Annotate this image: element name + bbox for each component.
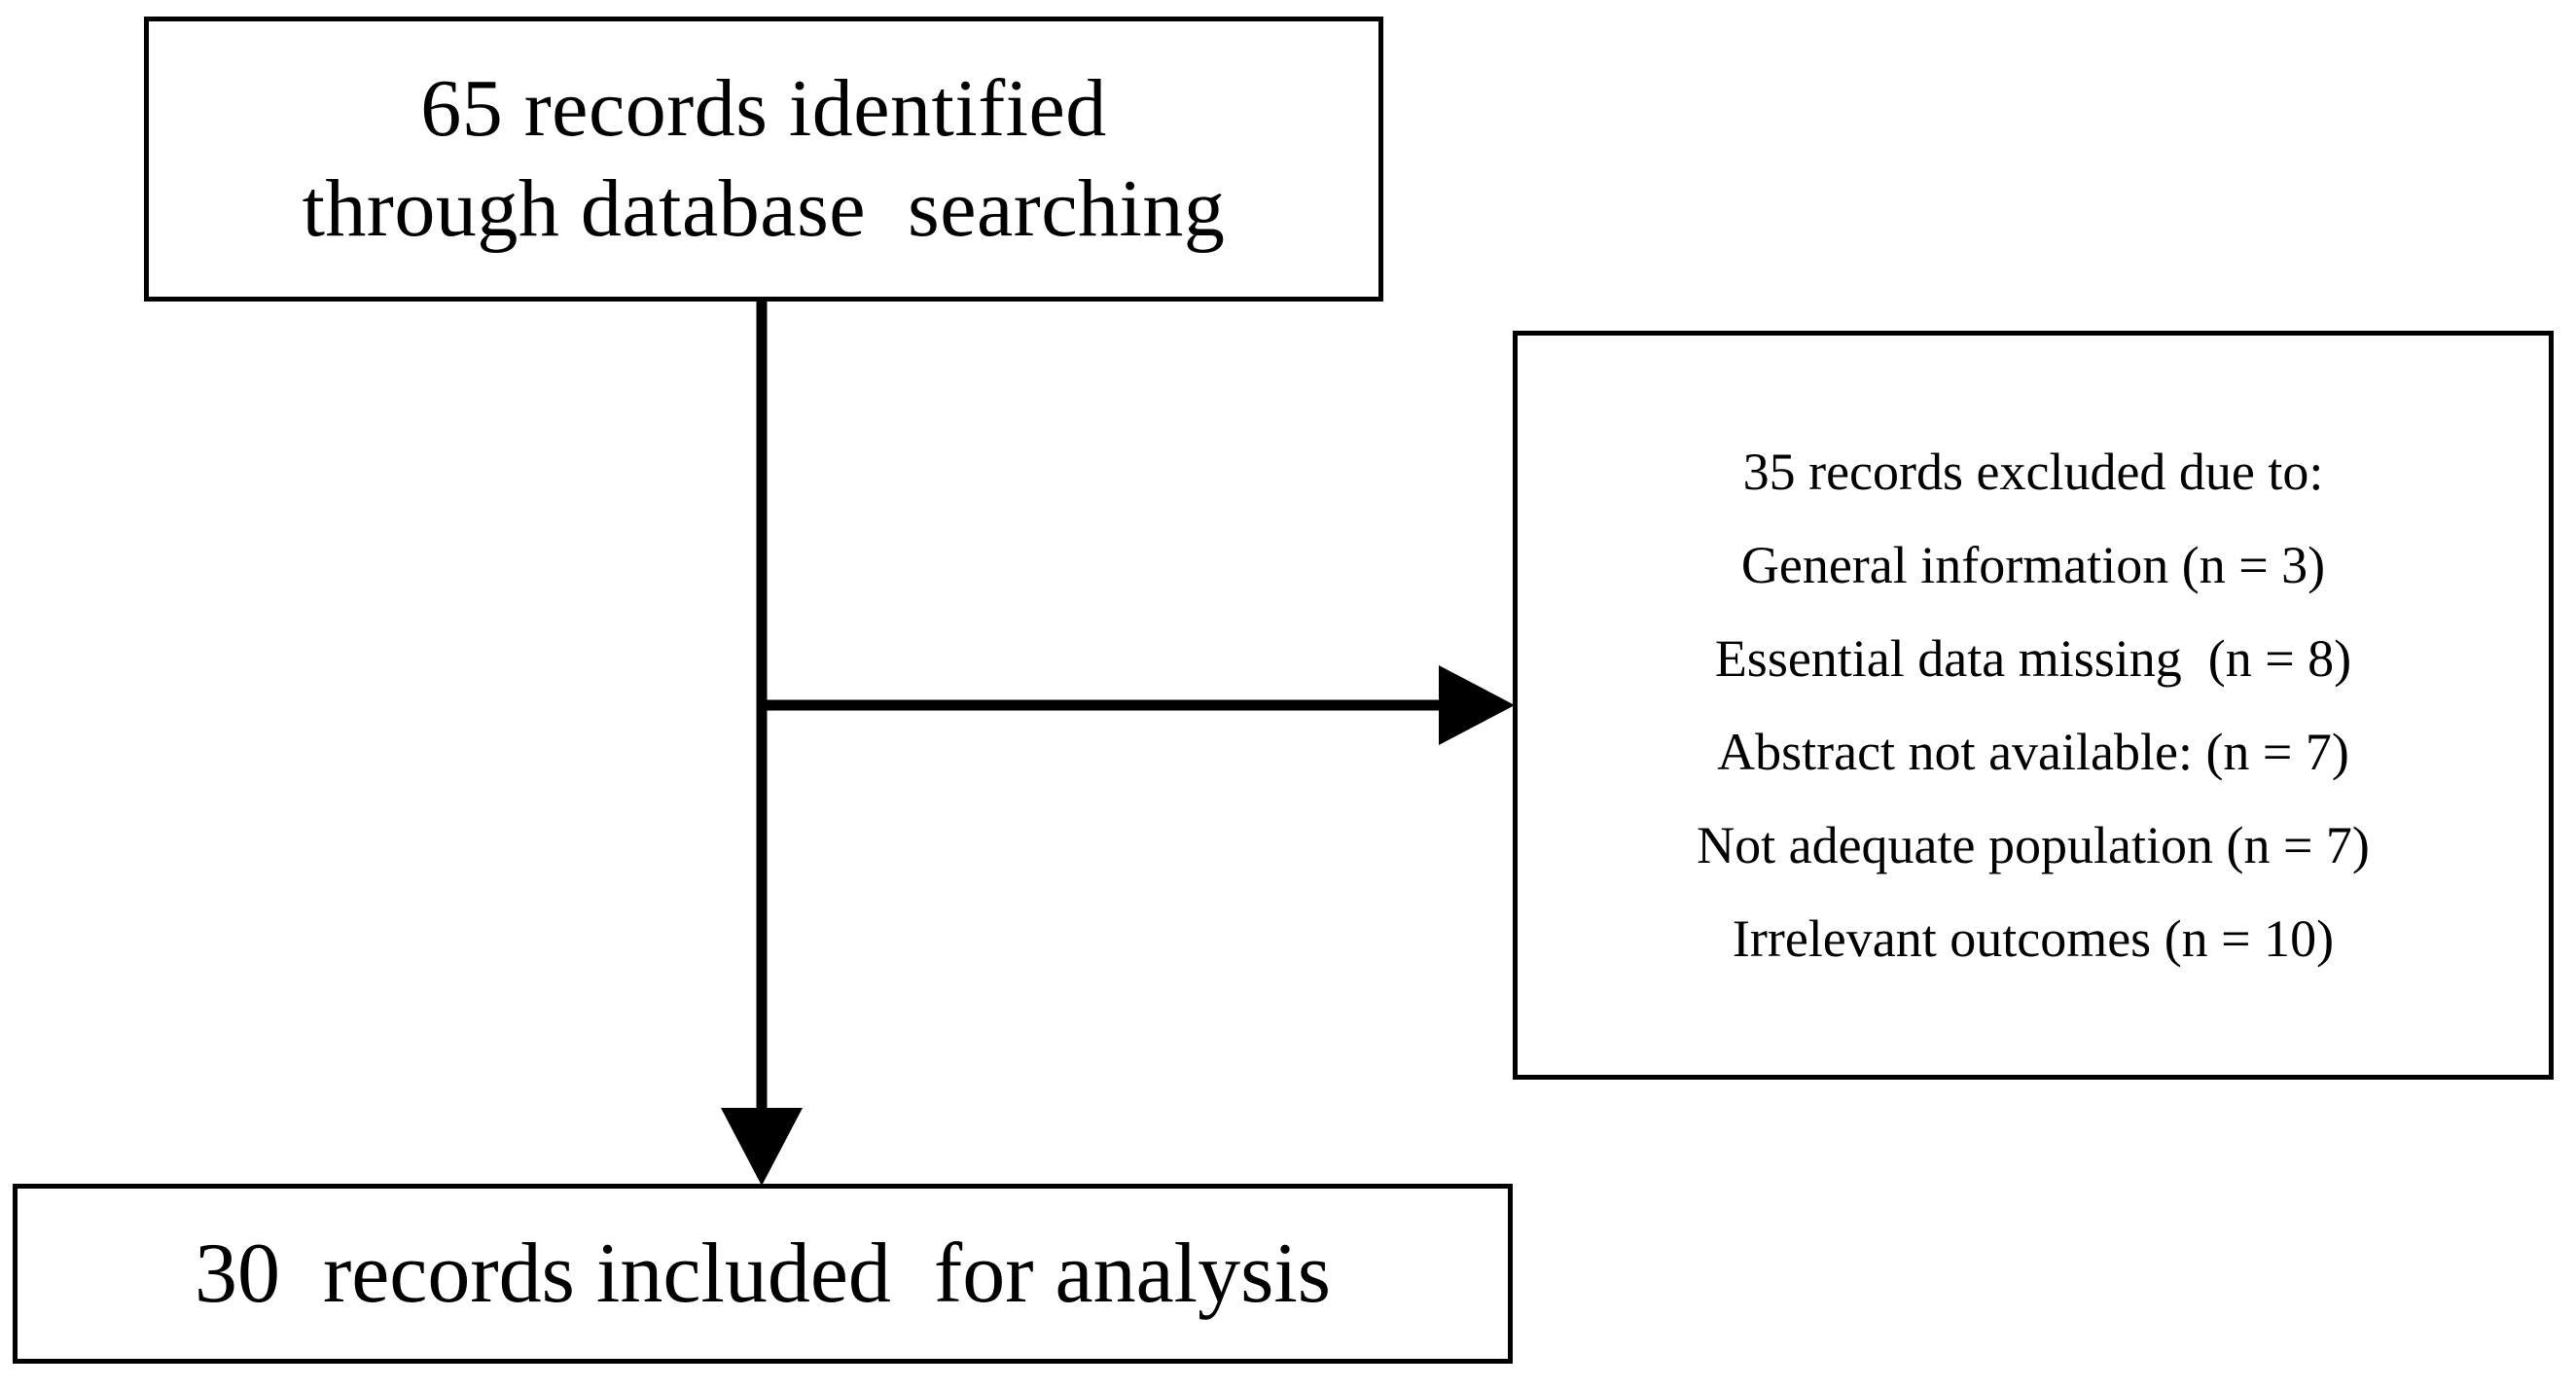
arrow-identified-to-excluded-head — [1439, 665, 1515, 745]
exclusion-reason-general-information: General information (n = 3) — [1740, 536, 2326, 594]
box-records-excluded: 35 records excluded due to: General info… — [1513, 331, 2554, 1080]
records-identified-line-2: through database searching — [302, 162, 1226, 254]
exclusion-reason-irrelevant-outcomes: Irrelevant outcomes (n = 10) — [1732, 909, 2335, 968]
records-excluded-heading: 35 records excluded due to: — [1742, 443, 2324, 501]
box-records-included: 30 records included for analysis — [13, 1184, 1513, 1364]
exclusion-reason-essential-data-missing: Essential data missing (n = 8) — [1714, 629, 2352, 688]
records-included-line-1: 30 records included for analysis — [194, 1226, 1332, 1321]
exclusion-reason-abstract-not-available: Abstract not available: (n = 7) — [1717, 723, 2349, 781]
arrow-identified-to-included-head — [721, 1108, 803, 1186]
box-records-identified: 65 records identified through database s… — [144, 17, 1383, 302]
records-identified-line-1: 65 records identified — [420, 63, 1107, 155]
exclusion-reason-not-adequate-population: Not adequate population (n = 7) — [1697, 816, 2370, 874]
